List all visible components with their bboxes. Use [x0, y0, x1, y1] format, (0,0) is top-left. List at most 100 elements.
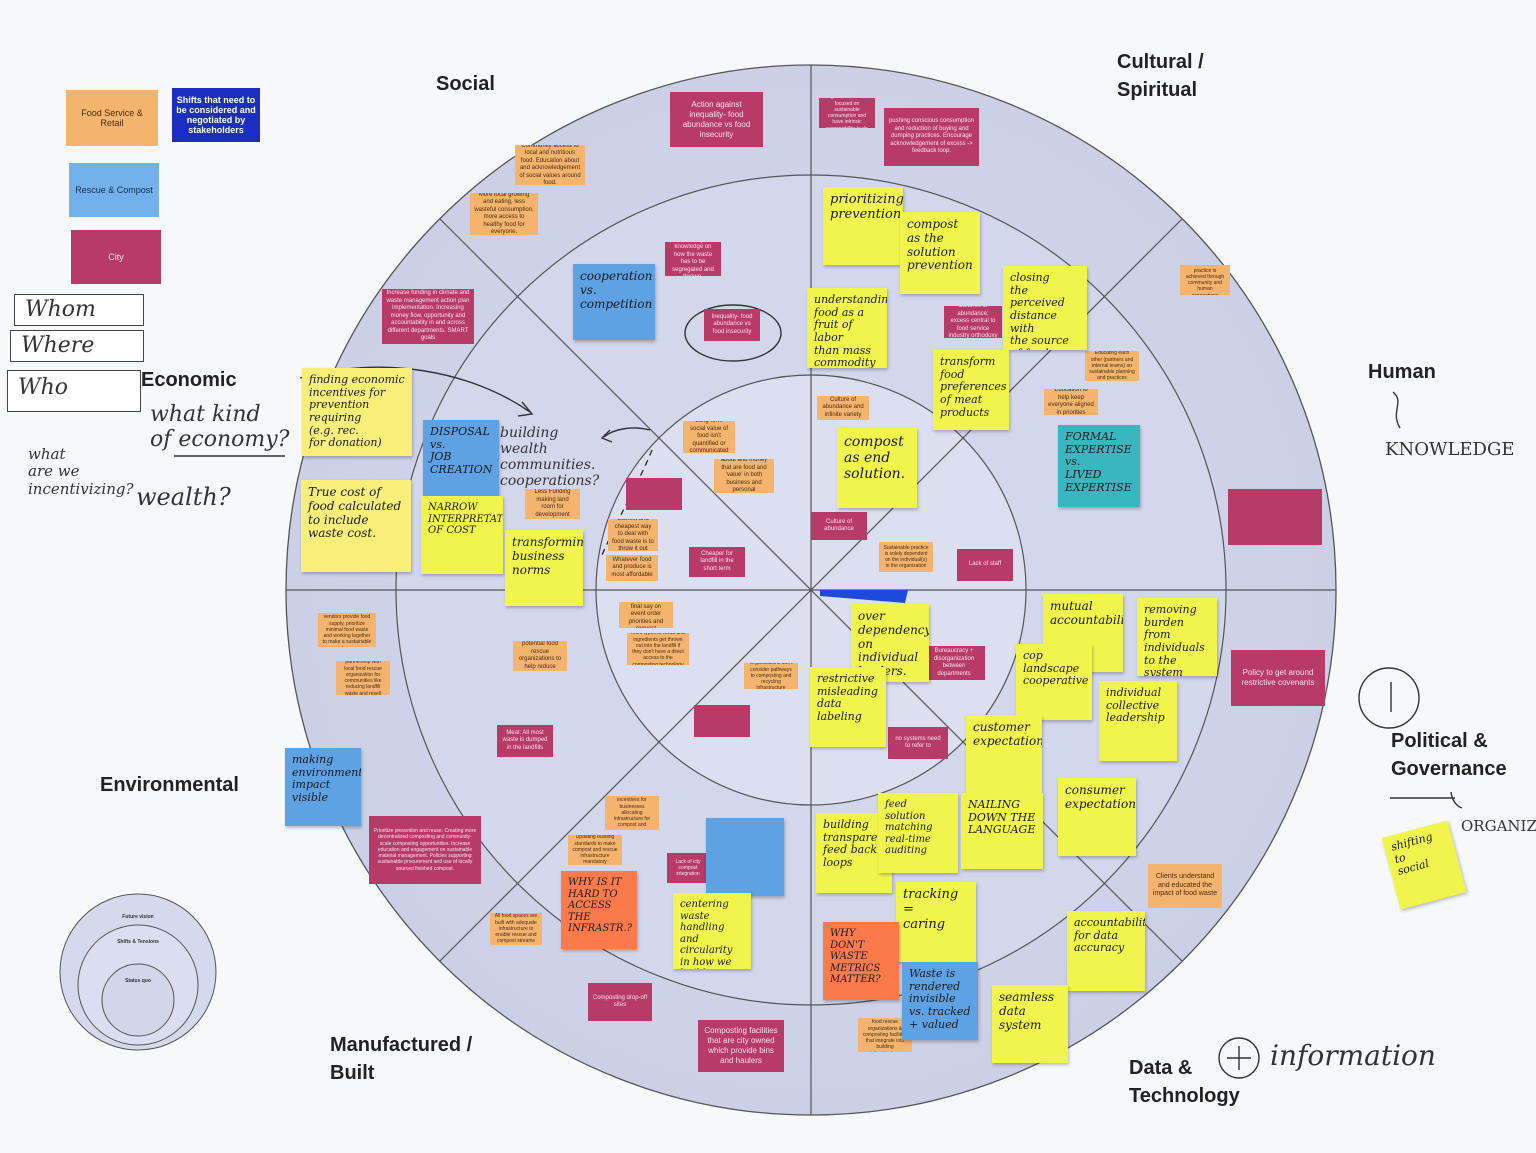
note-narrow-interpretation: NARROW INTERPRETATION OF COST	[421, 496, 503, 574]
card-pushing-conscious: pushing conscious consumption and reduct…	[884, 108, 979, 166]
category-environmental: Environmental	[100, 774, 239, 796]
handwriting-building-wealth: building wealth communities. cooperation…	[500, 425, 600, 490]
card-policy-get-around: Policy to get around restrictive covenan…	[1231, 650, 1325, 706]
card-human-blank	[1228, 489, 1322, 545]
mini-outer-label: Future vision	[122, 914, 153, 920]
handwriting-what-are-we-incentivizing: what are we incentivizing?	[28, 445, 134, 498]
mini-middle-label: Shifts & Tensions	[117, 939, 159, 945]
note-transform-food: transform food preferences of meat produ…	[933, 350, 1009, 430]
category-political-governance: Political & Governance	[1391, 730, 1507, 780]
card-bureaucracy: Bureaucracy + disorganization between de…	[923, 646, 985, 680]
note-waste-invisible: Waste is rendered invisible vs. tracked …	[902, 962, 978, 1040]
card-no-systems: no systems need to refer to	[888, 727, 948, 759]
note-customer-expectations: customer expectations	[966, 715, 1042, 793]
note-seamless-data: seamless data system	[992, 985, 1068, 1063]
card-culture-abundance-variety: Culture of abundance and infinite variet…	[817, 396, 869, 420]
card-clients-local-vendors: Clients and local vendors provide food s…	[318, 613, 376, 647]
category-cultural-spiritual: Cultural / Spiritual	[1117, 51, 1204, 101]
card-increase-funding: Increase funding in climate and waste ma…	[382, 289, 474, 344]
card-organizations-consider: Organizations don't consider pathways to…	[744, 663, 798, 689]
card-more-local-growing: More local growing and eating, less wast…	[470, 193, 538, 235]
note-accountability-data: accountability for data accuracy	[1067, 911, 1145, 991]
note-restrictive-labeling: restrictive misleading data labeling	[810, 667, 886, 747]
handwriting-wealth: wealth?	[136, 483, 231, 511]
card-client-final-say: Client has the final say on event order …	[619, 602, 673, 628]
legend-shifts: Shifts that need to be considered and ne…	[172, 88, 260, 142]
card-environmental-blank-1	[694, 705, 750, 737]
card-cheaper-landfill: Cheaper for landfill in the short term	[689, 547, 745, 577]
label-whom: Whom	[14, 294, 144, 326]
note-making-environmental: making environmental impact visible	[285, 748, 361, 826]
note-why-dont-metrics: WHY DON'T WASTE METRICS MATTER?	[823, 922, 899, 1000]
card-clients-understand: Clients understand and educated the impa…	[1148, 864, 1222, 908]
card-culture-abundance-2: Culture of abundance	[811, 512, 867, 540]
note-removing-burden: removing burden from individuals to the …	[1137, 598, 1217, 676]
card-all-clients: All clients and generators are focused o…	[819, 98, 875, 128]
card-lack-city-compost: Lack of city compost integration	[667, 853, 709, 883]
handwriting-what-kind-economy: what kind of economy?	[150, 402, 290, 453]
note-feed-solution: feed solution matching real-time auditin…	[878, 793, 958, 873]
note-individual-collective: individual collective leadership	[1099, 681, 1177, 761]
card-connecting-potential: Connecting with potential food rescue or…	[513, 641, 567, 671]
card-updating-building: Updating building standards to make comp…	[568, 835, 622, 865]
category-human: Human	[1368, 361, 1436, 383]
mini-inner-label: Status quo	[125, 978, 151, 984]
card-sustainable-food: Sustainable food practice is achieved th…	[1180, 265, 1230, 295]
legend-rescue-compost: Rescue & Compost	[69, 163, 159, 217]
card-close-minded: Close-minded about and money that are fo…	[714, 459, 774, 493]
card-whatever-cheapest: Whatever food and produce is most afford…	[606, 555, 658, 581]
note-compost-solution: compost as the solution prevention	[900, 212, 980, 294]
note-tracking-caring: tracking = caring	[896, 882, 976, 962]
handwriting-knowledge: KNOWLEDGE	[1385, 439, 1515, 460]
note-compost-blank	[706, 818, 784, 896]
card-lacking-knowledge: Lacking knowledge on how the waste has t…	[665, 242, 721, 276]
category-data-technology: Data & Technology	[1129, 1057, 1240, 1107]
card-more-types-foods: more types of foods and ingredients get …	[627, 633, 689, 665]
note-true-cost: True cost of food calculated to include …	[301, 480, 411, 572]
mini-ring-diagram: Future vision Shifts & Tensions Status q…	[59, 893, 217, 1051]
note-consumer-expectations: consumer expectations	[1058, 778, 1136, 856]
note-closing-distance: closing the perceived distance with the …	[1003, 266, 1087, 350]
card-educating-each: Educating each other (partners and inter…	[1085, 351, 1139, 381]
category-manufactured-built: Manufactured / Built	[330, 1034, 473, 1084]
card-partnership-local: partnership with local food rescue organ…	[336, 661, 390, 695]
wheel-segment-lines	[286, 65, 1336, 1115]
category-social: Social	[436, 73, 495, 95]
note-cop-landscape: cop landscape cooperative	[1016, 644, 1092, 720]
note-finding-economic: finding economic incentives for preventi…	[302, 368, 412, 456]
note-why-hard-infrastructure: WHY IS IT HARD TO ACCESS THE INFRASTR.?	[561, 871, 637, 949]
card-cultures-abundance: Cultures of abundance; excess central to…	[944, 306, 1002, 338]
card-sustainable-practice: Sustainable practice is solely dependent…	[879, 542, 933, 572]
card-education-help: Education to help keep everyone aligned …	[1044, 389, 1098, 415]
card-prioritize-prevention: Prioritize prevention and reuse. Creatin…	[369, 816, 481, 884]
card-meal-most-waste: Meal: All most waste is dumped in the la…	[497, 725, 553, 757]
card-long-term-social: Long-term social value of food isn't qua…	[683, 421, 735, 453]
legend-city: City	[71, 230, 161, 284]
note-nailing-language: NAILING DOWN THE LANGUAGE	[961, 793, 1043, 869]
note-transforming-business: transforming business norms	[505, 530, 583, 606]
note-formal-expertise: FORMAL EXPERTISE vs. LIVED EXPERTISE	[1058, 425, 1140, 507]
card-all-food-spaces: All food spaces are built with adequate …	[490, 913, 542, 945]
card-creating-positive: Creating positive incentives for busines…	[605, 796, 659, 830]
card-easiest-cheapest: Easiest and cheapest way to deal with fo…	[608, 519, 658, 551]
handwriting-information: information	[1270, 1039, 1436, 1072]
note-centering-waste: centering waste handling and circularity…	[673, 893, 751, 969]
card-action-against-inequality: Action against inequality- food abundanc…	[670, 92, 763, 147]
card-inequality-food: Inequality- food abundance vs food insec…	[704, 309, 760, 341]
legend-food-service: Food Service & Retail	[66, 90, 158, 146]
card-community-access: Community access to local and nutritious…	[515, 145, 585, 185]
label-who: Who	[7, 370, 141, 412]
note-understanding-food: understanding food as a fruit of labor t…	[807, 288, 887, 368]
label-where: Where	[10, 330, 144, 362]
card-lack-of-staff: Lack of staff	[957, 549, 1013, 581]
note-compost-end: compost as end solution.	[837, 428, 917, 508]
card-composting-dropoff: Composting drop-off sites	[588, 983, 652, 1021]
category-economic: Economic	[141, 369, 237, 391]
note-cooperation-competition: cooperation vs. competition	[573, 264, 655, 340]
note-disposal-job: DISPOSAL vs. JOB CREATION	[423, 420, 499, 496]
card-less-funding: Less Funding making land room for develo…	[525, 489, 580, 519]
note-prioritizing-prevention: prioritizing prevention?	[823, 187, 903, 265]
blue-tape-mark	[820, 590, 908, 603]
card-budgets	[626, 478, 682, 510]
